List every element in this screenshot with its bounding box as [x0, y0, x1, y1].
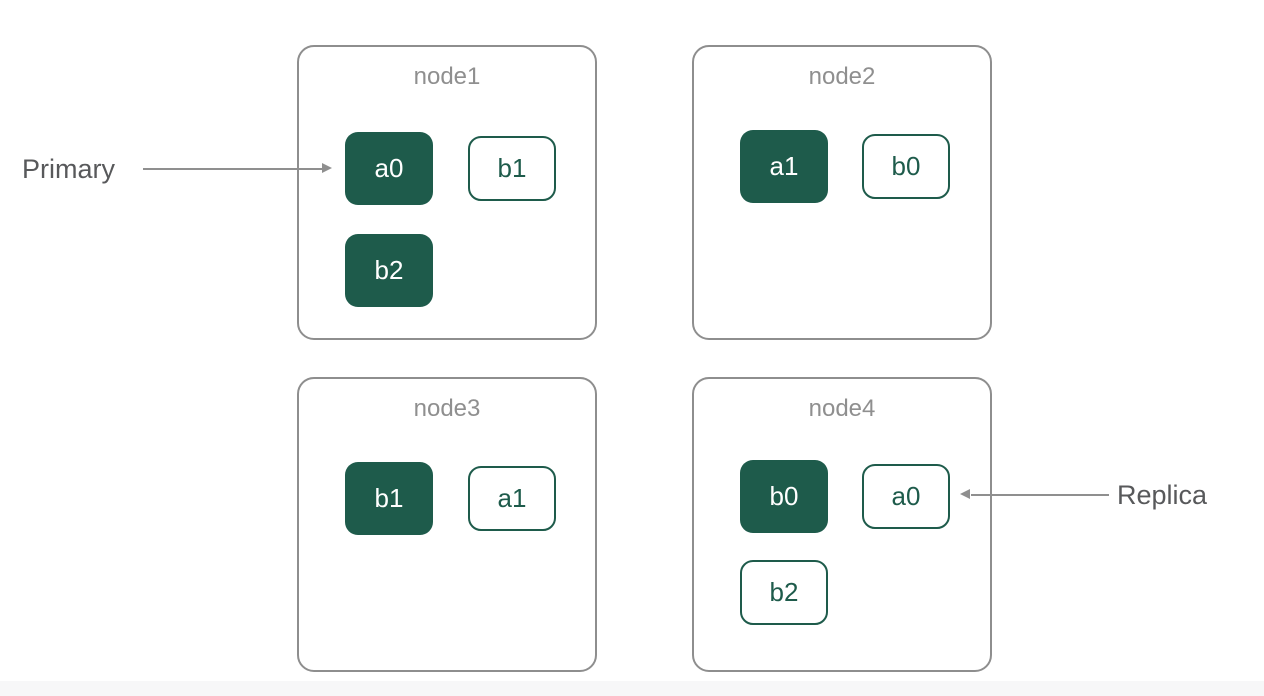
node-box-node1: node1 a0 b1 b2 — [297, 45, 597, 340]
node-title: node1 — [413, 63, 481, 90]
node-box-node2: node2 a1 b0 — [692, 45, 992, 340]
replica-shard-a1: a1 — [468, 466, 556, 531]
primary-arrow-line — [143, 168, 323, 170]
replica-shard-b0: b0 — [862, 134, 950, 199]
node-title: node4 — [808, 395, 876, 422]
node-title: node3 — [413, 395, 481, 422]
primary-annotation-label: Primary — [22, 154, 115, 184]
replica-shard-b1: b1 — [468, 136, 556, 201]
replica-arrow-line — [971, 494, 1109, 496]
node-box-node4: node4 b0 a0 b2 — [692, 377, 992, 672]
primary-shard-b1: b1 — [345, 462, 433, 535]
replica-shard-a0: a0 — [862, 464, 950, 529]
node-box-node3: node3 b1 a1 — [297, 377, 597, 672]
primary-shard-b2: b2 — [345, 234, 433, 307]
left-arrowhead-icon — [960, 489, 970, 499]
primary-shard-a1: a1 — [740, 130, 828, 203]
right-arrowhead-icon — [322, 163, 332, 173]
bottom-edge-strip — [0, 681, 1264, 696]
replica-annotation-label: Replica — [1117, 480, 1208, 510]
replica-shard-b2: b2 — [740, 560, 828, 625]
primary-shard-a0: a0 — [345, 132, 433, 205]
node-title: node2 — [808, 63, 876, 90]
primary-shard-b0: b0 — [740, 460, 828, 533]
